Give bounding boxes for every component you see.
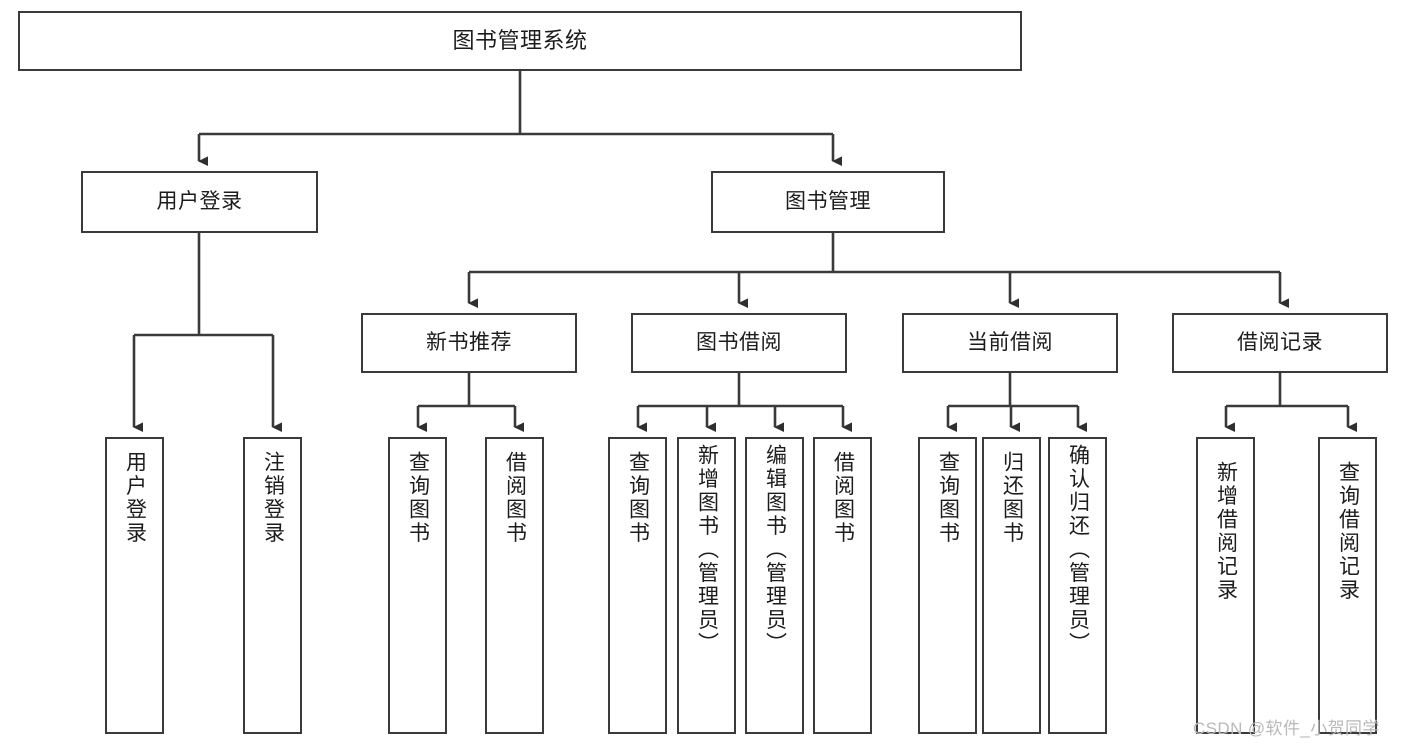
- node-root-system[interactable]: 图书管理系统: [18, 11, 1022, 71]
- node-label: 用户登录: [123, 451, 147, 545]
- node-book-manage[interactable]: 图书管理: [711, 171, 945, 233]
- node-label: 新增借阅记录: [1214, 461, 1238, 602]
- node-label: 查询图书: [406, 451, 430, 545]
- node-label: 注销登录: [261, 451, 285, 545]
- node-leaf-edit-book[interactable]: 编辑图书（管理员）: [745, 437, 804, 734]
- node-leaf-confirm-return[interactable]: 确认归还（管理员）: [1048, 437, 1107, 734]
- node-label: 当前借阅: [967, 330, 1053, 354]
- node-borrow-record[interactable]: 借阅记录: [1172, 313, 1388, 373]
- node-leaf-query-record[interactable]: 查询借阅记录: [1318, 437, 1377, 734]
- node-label: 借阅图书: [831, 451, 855, 545]
- node-leaf-return-book[interactable]: 归还图书: [982, 437, 1041, 734]
- node-leaf-user-login[interactable]: 用户登录: [105, 437, 164, 734]
- csdn-watermark: CSDN @软件_小贺同学: [1193, 719, 1380, 738]
- node-leaf-borrow-book-1[interactable]: 借阅图书: [485, 437, 544, 734]
- node-leaf-query-book-1[interactable]: 查询图书: [388, 437, 447, 734]
- node-leaf-query-book-2[interactable]: 查询图书: [608, 437, 667, 734]
- node-label: 图书借阅: [696, 330, 782, 354]
- node-label: 借阅记录: [1237, 330, 1323, 354]
- node-user-login[interactable]: 用户登录: [81, 171, 318, 233]
- node-new-book-recommend[interactable]: 新书推荐: [361, 313, 577, 373]
- node-label: 查询图书: [626, 451, 650, 545]
- node-label: 新书推荐: [426, 330, 512, 354]
- node-label: 查询借阅记录: [1336, 461, 1360, 602]
- node-label: 归还图书: [1000, 451, 1024, 545]
- node-leaf-add-book[interactable]: 新增图书（管理员）: [677, 437, 736, 734]
- node-label: 新增图书（管理员）: [695, 444, 719, 656]
- node-label: 编辑图书（管理员）: [763, 444, 787, 656]
- node-label: 用户登录: [156, 189, 243, 213]
- node-leaf-logout[interactable]: 注销登录: [243, 437, 302, 734]
- node-leaf-borrow-book-2[interactable]: 借阅图书: [813, 437, 872, 734]
- node-label: 借阅图书: [503, 451, 527, 545]
- node-label: 图书管理: [785, 189, 871, 213]
- node-current-borrow[interactable]: 当前借阅: [902, 313, 1118, 373]
- node-label: 确认归还（管理员）: [1066, 444, 1090, 656]
- node-leaf-query-book-3[interactable]: 查询图书: [918, 437, 977, 734]
- node-label: 查询图书: [936, 451, 960, 545]
- node-leaf-add-record[interactable]: 新增借阅记录: [1196, 437, 1255, 734]
- node-label: 图书管理系统: [452, 28, 588, 54]
- node-book-borrow[interactable]: 图书借阅: [631, 313, 847, 373]
